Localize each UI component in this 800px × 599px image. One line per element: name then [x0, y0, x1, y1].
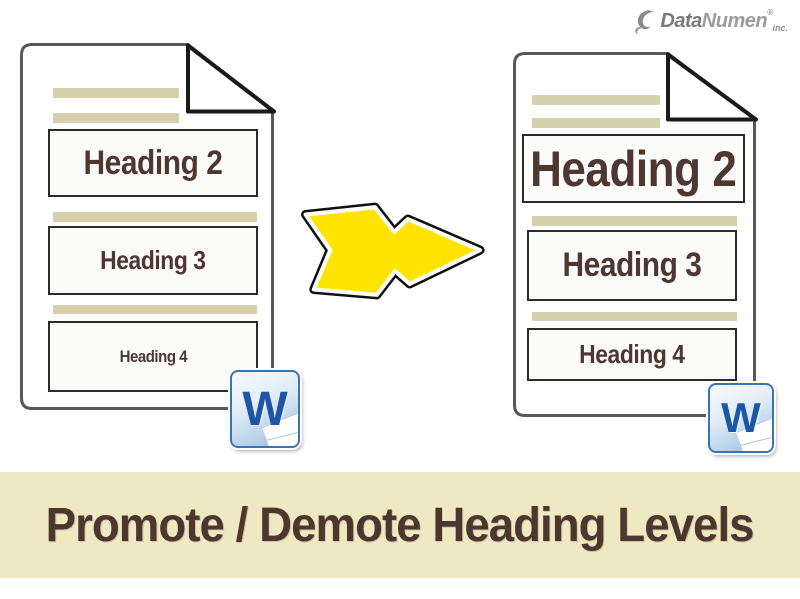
heading-2-box-after: Heading 2 — [522, 134, 745, 203]
text-placeholder-bar — [53, 305, 257, 314]
banner: Promote / Demote Heading Levels — [0, 472, 800, 578]
heading-3-label-after: Heading 3 — [562, 246, 702, 284]
folded-corner-icon — [666, 52, 758, 122]
datanumen-logo-text: DataNumen® — [660, 8, 773, 34]
heading-3-box-before: Heading 3 — [48, 226, 258, 295]
text-placeholder-bar — [532, 312, 737, 321]
logo-company-suffix: inc. — [772, 23, 788, 33]
word-icon: W — [708, 383, 774, 453]
datanumen-logo: DataNumen® inc. — [632, 8, 788, 35]
heading-4-box-after: Heading 4 — [527, 328, 737, 381]
document-before: Heading 2 Heading 3 Heading 4 — [20, 43, 276, 410]
word-icon-letter: W — [721, 394, 761, 441]
folded-corner-icon — [186, 43, 276, 114]
registered-trademark-symbol: ® — [767, 8, 773, 17]
heading-4-label-after: Heading 4 — [579, 339, 685, 369]
text-placeholder-bar — [532, 216, 737, 226]
text-placeholder-bar — [53, 88, 179, 98]
datanumen-swoosh-icon — [635, 10, 655, 35]
heading-3-label-before: Heading 3 — [100, 245, 206, 275]
promote-transform-arrow-icon — [296, 199, 496, 304]
heading-4-box-before: Heading 4 — [48, 321, 258, 392]
word-icon: W — [230, 370, 300, 448]
word-icon-letter: W — [242, 382, 288, 436]
heading-3-box-after: Heading 3 — [527, 230, 737, 301]
text-placeholder-bar — [532, 95, 660, 105]
logo-brand-bold: Data — [660, 10, 702, 32]
text-placeholder-bar — [53, 212, 257, 222]
heading-2-label-before: Heading 2 — [83, 143, 223, 182]
heading-2-box-before: Heading 2 — [48, 129, 258, 197]
text-placeholder-bar — [53, 113, 179, 123]
text-placeholder-bar — [532, 118, 660, 128]
document-after: Heading 2 Heading 3 Heading 4 — [513, 52, 758, 417]
logo-brand-light: Numen — [701, 10, 768, 32]
banner-title: Promote / Demote Heading Levels — [46, 498, 755, 552]
heading-4-label-before: Heading 4 — [119, 346, 187, 366]
heading-2-label-after: Heading 2 — [530, 140, 737, 197]
